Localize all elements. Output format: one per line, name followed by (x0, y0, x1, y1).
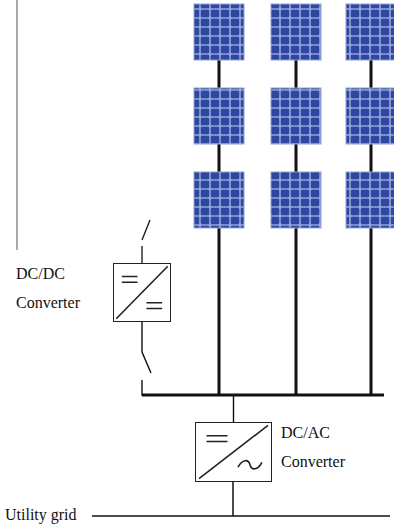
frame-line (17, 0, 18, 250)
pv-panel (194, 88, 244, 144)
pv-panel (271, 4, 321, 60)
pv-panels (194, 4, 394, 395)
pv-panel (194, 172, 244, 228)
pv-panel (346, 88, 394, 144)
pv-panel (346, 4, 394, 60)
switch-lead (141, 246, 142, 263)
pv-panel (346, 172, 394, 228)
converter-symbol (196, 423, 271, 481)
converter-label: DC/DC Converter (16, 259, 100, 317)
pv-panel (271, 88, 321, 144)
pv-panel (194, 4, 244, 60)
grid-wire (232, 482, 234, 516)
pv-panel (271, 172, 321, 228)
switch-blade (142, 220, 150, 240)
converter-link (142, 322, 234, 422)
converter-label: DC/AC Converter (281, 418, 365, 476)
converter-box: DC/DC Converter (113, 263, 171, 322)
converter-box: DC/AC Converter (195, 422, 272, 482)
grid-label: Utility grid (3, 506, 79, 524)
utility-grid-line (92, 515, 390, 517)
converter-symbol (114, 264, 170, 321)
